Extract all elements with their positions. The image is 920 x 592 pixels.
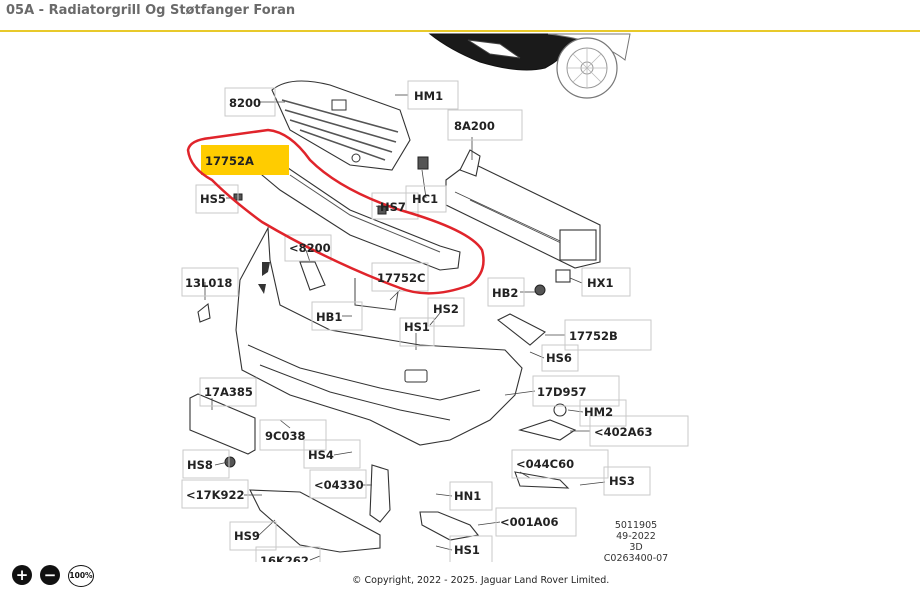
label-hx1[interactable]: HX1 [587, 276, 614, 290]
zoom-reset-button[interactable]: 100% [68, 565, 94, 587]
header-bar: 05A - Radiatorgrill Og Støtfanger Foran [0, 0, 920, 32]
part-labels: 8200 HM1 8A200 17752A HS5 HS7 HC1 <8200 … [185, 89, 653, 562]
label-8200[interactable]: 8200 [229, 96, 261, 110]
label-044c60[interactable]: <044C60 [516, 457, 574, 471]
label-8a200[interactable]: 8A200 [454, 119, 495, 133]
red-callout [186, 128, 485, 295]
label-hb2[interactable]: HB2 [492, 286, 518, 300]
label-17a385[interactable]: 17A385 [204, 385, 253, 399]
label-13l018[interactable]: 13L018 [185, 276, 232, 290]
label-001a06[interactable]: <001A06 [500, 515, 559, 529]
label-hs2[interactable]: HS2 [433, 302, 459, 316]
label-17d957[interactable]: 17D957 [537, 385, 587, 399]
label-17752c[interactable]: 17752C [377, 271, 425, 285]
info-line-2: 49-2022 [616, 531, 656, 542]
grille-part [271, 80, 429, 171]
label-hb1[interactable]: HB1 [316, 310, 342, 324]
label-04330[interactable]: <04330 [314, 478, 364, 492]
highlight-box [201, 145, 289, 175]
info-line-3: 3D [629, 542, 643, 553]
info-line-4: C0263400-07 [603, 553, 669, 564]
zoom-out-button[interactable]: − [40, 565, 60, 585]
label-hs5[interactable]: HS5 [200, 192, 226, 206]
label-hs7[interactable]: HS7 [380, 200, 406, 214]
zoom-in-button[interactable]: + [12, 565, 32, 585]
left-parts [189, 284, 577, 553]
label-hs6[interactable]: HS6 [546, 351, 572, 365]
label-8200b[interactable]: <8200 [289, 241, 331, 255]
label-hs4[interactable]: HS4 [308, 448, 334, 462]
label-hs1b[interactable]: HS1 [454, 543, 480, 557]
label-hn1[interactable]: HN1 [454, 489, 481, 503]
label-hm1[interactable]: HM1 [414, 89, 443, 103]
copyright-text: © Copyright, 2022 - 2025. Jaguar Land Ro… [352, 575, 610, 586]
bumper-cover [235, 226, 523, 446]
crossmember-part [445, 149, 601, 283]
label-402a63[interactable]: <402A63 [594, 425, 653, 439]
label-9c038[interactable]: 9C038 [265, 429, 305, 443]
label-17k922[interactable]: <17K922 [186, 488, 245, 502]
label-hs1a[interactable]: HS1 [404, 320, 430, 334]
vehicle-silhouette [428, 33, 631, 99]
info-line-1: 5011905 [614, 520, 658, 531]
label-17752a[interactable]: 17752A [205, 154, 254, 168]
label-16k262[interactable]: 16K262 [260, 554, 309, 562]
diagram-info: 5011905 49-2022 3D C0263400-07 [600, 520, 672, 564]
page-title: 05A - Radiatorgrill Og Støtfanger Foran [6, 3, 296, 18]
label-hs3[interactable]: HS3 [609, 474, 635, 488]
label-hc1[interactable]: HC1 [412, 192, 438, 206]
label-hs9[interactable]: HS9 [234, 529, 260, 543]
label-17752b[interactable]: 17752B [569, 329, 618, 343]
parts-diagram: 8200 HM1 8A200 17752A HS5 HS7 HC1 <8200 … [181, 33, 689, 562]
label-hs8[interactable]: HS8 [187, 458, 213, 472]
label-hm2[interactable]: HM2 [584, 405, 613, 419]
label-boxes [181, 80, 689, 562]
